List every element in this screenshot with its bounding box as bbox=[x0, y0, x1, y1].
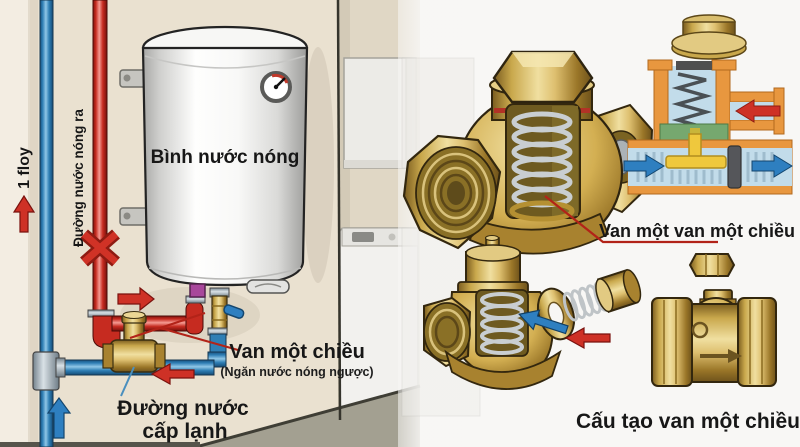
valve-handle bbox=[223, 304, 245, 319]
left-arrow-icon bbox=[150, 362, 195, 386]
check-valve-note: (Ngăn nước nóng ngược) bbox=[220, 365, 373, 379]
schematic-poppet-bar bbox=[665, 155, 727, 169]
swing-check-valve bbox=[651, 253, 777, 387]
schematic-cross-section bbox=[623, 14, 793, 195]
exploded-hex-nut bbox=[688, 253, 736, 277]
heater-access-panel bbox=[246, 279, 290, 294]
hot-pipe-run bbox=[87, 283, 206, 349]
pipe-vertical-label: 1 floy bbox=[16, 147, 33, 189]
hot-water-out-label: Đường nước nóng ra bbox=[71, 109, 86, 247]
pointer-line-red-1 bbox=[159, 327, 239, 351]
hot-pipe-vertical bbox=[92, 0, 108, 323]
up-arrow-icon bbox=[12, 194, 36, 233]
swing-valve-plug bbox=[691, 321, 709, 339]
exploded-cap bbox=[595, 268, 642, 313]
water-heater: Bình nước nóng bbox=[141, 25, 309, 294]
cold-supply-label-line1: Đường nước bbox=[117, 397, 249, 420]
wall-corner-line bbox=[336, 0, 342, 421]
heater-top-seam bbox=[144, 55, 306, 69]
tee-fitting bbox=[32, 351, 60, 391]
schematic-spring-clip bbox=[676, 61, 712, 70]
right-panel: Van một van một chiều bbox=[398, 0, 800, 447]
left-scene: Bình nước nóng bbox=[0, 0, 421, 447]
schematic-red-inflow-arrow-icon bbox=[735, 99, 781, 123]
pointer-line-blue bbox=[120, 366, 135, 397]
valve-pointer-label: Van một van một chiều bbox=[599, 221, 795, 241]
small-valve-spring bbox=[480, 292, 524, 355]
blocked-flow-x-icon bbox=[80, 229, 120, 267]
swing-valve-right-hex bbox=[737, 297, 777, 387]
heater-wall-shadow bbox=[302, 47, 334, 283]
valve-threads bbox=[439, 173, 473, 213]
schematic-blue-out-arrow-icon bbox=[751, 154, 793, 178]
schematic-cap bbox=[671, 14, 747, 60]
wall-edge-shade bbox=[28, 0, 38, 447]
valve-pointer-line bbox=[544, 195, 718, 244]
check-valve-cold-line bbox=[102, 311, 166, 373]
heater-shutoff-valve bbox=[207, 287, 245, 368]
cold-pipe-vertical bbox=[39, 0, 54, 447]
cold-supply-label-line2: cấp lạnh bbox=[142, 420, 227, 443]
valve-spring bbox=[509, 111, 575, 222]
right-arrow-icon bbox=[117, 286, 155, 312]
schematic-poppet-teeth bbox=[670, 170, 722, 184]
right-panel-caption: Cấu tạo van một chiều bbox=[576, 410, 800, 433]
pointer-line-red-2 bbox=[129, 312, 206, 339]
assemble-red-arrow-icon bbox=[564, 326, 611, 350]
floor-edge bbox=[195, 384, 421, 447]
cold-up-arrow-icon bbox=[46, 396, 72, 439]
swing-valve-left-hex bbox=[651, 297, 693, 387]
check-valve-label: Van một chiều bbox=[229, 341, 365, 363]
small-cutaway-valve bbox=[423, 235, 642, 390]
schematic-blue-in-arrow-icon bbox=[623, 154, 665, 178]
hot-outlet-fitting bbox=[189, 283, 206, 298]
schematic-disc bbox=[727, 145, 742, 189]
temperature-gauge-icon bbox=[260, 71, 292, 103]
heater-label: Bình nước nóng bbox=[151, 147, 300, 168]
small-valve-skirt bbox=[444, 349, 562, 390]
insert-blue-arrow-icon bbox=[518, 309, 569, 335]
baseboard-shadow bbox=[0, 442, 200, 447]
